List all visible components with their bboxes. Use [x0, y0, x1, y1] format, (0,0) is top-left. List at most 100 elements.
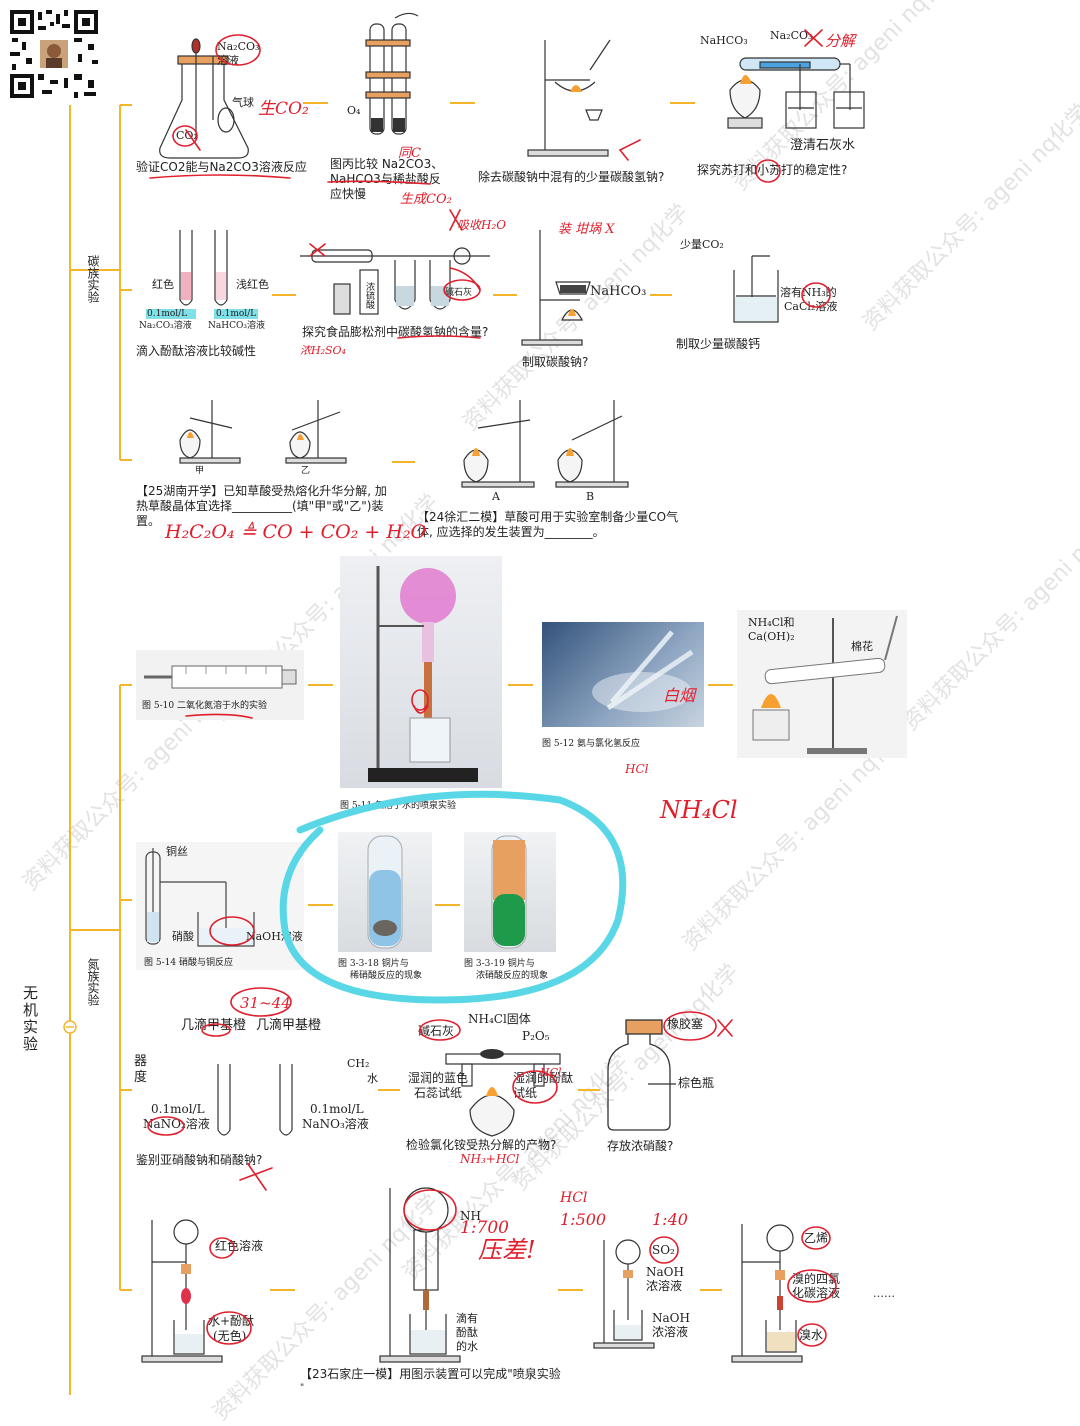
label-nh: NH [460, 1209, 481, 1223]
oxalic-apparatus-a-b [461, 400, 629, 488]
caption-fig-3-3-18-b: 稀硝酸反应的现象 [350, 971, 423, 981]
drying-train-apparatus [300, 247, 490, 315]
label-soda-lime: 碱石灰 [445, 288, 473, 298]
annotation-oxalic-equation: H₂C₂O₄ ≜ CO + CO₂ + H₂O [165, 521, 427, 543]
conc-nitric-photo [464, 832, 556, 952]
label-conc-nano2: 0.1mol/L [151, 1102, 205, 1116]
label-na2co3-b: Na₂CO₃ [770, 29, 813, 42]
caption-fig-5-14: 图 5-14 硝酸与铜反应 [144, 958, 233, 968]
label-so2: SO₂ [652, 1243, 675, 1257]
caption-stability: 探究苏打和小苏打的稳定性? [697, 163, 848, 177]
label-naoh-2a: NaOH [652, 1311, 690, 1325]
caption-compare-alkalinity: 滴入酚酞溶液比较碱性 [136, 344, 257, 358]
label-fragment-1: 器 [134, 1054, 148, 1069]
annotation-pressure-diff: 压差! [478, 1236, 536, 1264]
label-litmus-1: 湿润的蓝色 [408, 1071, 469, 1085]
fountain-apparatus-4 [731, 1224, 803, 1363]
branch-carbon-group: 碳族实验 [86, 255, 100, 303]
label-naoh-1a: NaOH [646, 1265, 684, 1279]
evaporating-dish-apparatus [527, 39, 611, 157]
label-nh4cl-caoh2-2: Ca(OH)₂ [748, 630, 795, 643]
qr-code [8, 8, 100, 100]
annotation-1-700: 1:700 [460, 1218, 509, 1238]
label-bromine-ccl4-1: 溴的四氯 [792, 1272, 841, 1286]
label-methyl-orange-2: 几滴甲基橙 [256, 1018, 322, 1033]
label-ethylene: 乙烯 [804, 1231, 829, 1245]
beaker-co2-apparatus [733, 255, 779, 323]
label-na2co3: Na₂CO₃ [217, 40, 260, 53]
label-conc-nano3: 0.1mol/L [310, 1102, 364, 1116]
syringe-photo [136, 650, 304, 720]
label-drip-2: 酚酞 [456, 1326, 478, 1339]
label-bromine-ccl4-2: 化碳溶液 [792, 1286, 841, 1300]
annotation-1-40: 1:40 [652, 1210, 688, 1229]
caption-fig-3-3-19-a: 图 3-3-19 铜片与 [464, 959, 535, 969]
label-soda-lime-2: 碱石灰 [418, 1024, 455, 1038]
mindmap-connectors [63, 102, 733, 1395]
label-cacl2-1: 溶有NH₃的 [780, 286, 837, 299]
label-light-red: 浅红色 [236, 278, 269, 291]
methyl-orange-tubes [217, 1064, 293, 1136]
label-limewater: 澄清石灰水 [790, 138, 856, 153]
label-conc-2: 0.1mol/L [216, 309, 257, 319]
question-hunan-2: 热草酸晶体宜选择__________(填"甲"或"乙")装 [136, 499, 384, 513]
label-b: B [586, 490, 595, 503]
caption-distinguish-nitrite: 鉴别亚硝酸钠和硝酸钠? [136, 1153, 263, 1167]
annotation-nh4cl: NH₄Cl [660, 796, 738, 824]
label-nh4cl-solid: NH₄Cl固体 [468, 1012, 531, 1026]
question-hunan: 【25湖南开学】已知草酸受热熔化升华分解, 加 [136, 484, 387, 498]
label-water: 水 [367, 1072, 378, 1085]
caption-fig-3-3-18-a: 图 3-3-18 铜片与 [338, 959, 409, 969]
question-shijiazhuang-tail: " [300, 1383, 305, 1393]
caption-fig-5-11: 图 5-11 氨溶于水的喷泉实验 [340, 801, 456, 811]
stability-apparatus [727, 57, 865, 129]
annotation-hcl-3: HCl [560, 1190, 588, 1206]
question-hunan-3: 置。 [136, 514, 161, 528]
label-sol-2: NaHCO₃溶液 [208, 321, 265, 331]
label-sol-1: Na₂CO₃溶液 [139, 321, 192, 331]
caption-verify-co2: 验证CO2能与Na2CO3溶液反应 [136, 160, 307, 174]
label-yi: 乙 [301, 466, 311, 476]
label-phenol-paper-2: 试纸 [513, 1086, 538, 1100]
cyan-highlight-circle [279, 790, 627, 1004]
ammonia-hcl-photo [542, 622, 704, 727]
label-phenol-paper-1: 湿润的酚酞 [513, 1071, 574, 1085]
red-ink-marks [147, 29, 837, 1347]
annotation-absorb-h2o: 吸收H₂O [457, 218, 507, 232]
label-cotton: 棉花 [851, 640, 873, 653]
caption-remove-nahco3: 除去碳酸钠中混有的少量碳酸氢钠? [478, 170, 665, 184]
annotation-gen-co2-2: 生成CO₂ [400, 192, 452, 207]
fountain-apparatus-3 [593, 1239, 655, 1349]
label-water-phenol-2: (无色) [213, 1329, 247, 1343]
label-p2o5: P₂O₅ [522, 1029, 550, 1043]
caption-compare-rate-3: 应快慢 [330, 187, 367, 201]
caption-make-caco3: 制取少量碳酸钙 [676, 337, 761, 351]
caption-fig-5-12: 图 5-12 氨与氯化氢反应 [542, 739, 640, 749]
test-tubes-phenolphthalein [146, 230, 258, 319]
caption-fig-3-3-19-b: 浓硝酸反应的现象 [476, 971, 549, 981]
label-nh4cl-caoh2-1: NH₄Cl和 [748, 616, 795, 629]
caption-fig-5-10: 图 5-10 二氧化氮溶于水的实验 [142, 701, 267, 711]
label-water-phenol-1: 水+酚酞 [208, 1314, 255, 1328]
label-rubber-stopper: 橡胶塞 [667, 1017, 704, 1031]
annotation-hcl-2: HCl [540, 1066, 562, 1079]
label-nano2: NaNO₂溶液 [143, 1117, 210, 1131]
copper-nitric-diagram [136, 842, 304, 970]
annotation-hcl-1: HCl [625, 762, 649, 776]
annotation-decompose: 分解 [825, 32, 856, 50]
label-nitric-acid: 硝酸 [172, 930, 194, 943]
annotation-conc-h2so4: 浓H₂SO₄ [300, 344, 346, 357]
flask-balloon-apparatus [159, 38, 249, 159]
label-litmus-2: 石蕊试纸 [414, 1086, 463, 1100]
annotation-gen-co2: 生CO₂ [258, 99, 309, 119]
dilute-nitric-photo [338, 832, 432, 952]
annotation-31-44: 31~44 [240, 994, 291, 1012]
label-nahco3: NaHCO₃ [700, 34, 748, 47]
nh4cl-decomposition-apparatus [445, 1049, 561, 1137]
syringe-tubes-apparatus [365, 12, 419, 135]
annotation-nh3-hcl: NH₃+HCl [460, 1152, 520, 1166]
label-conc-1: 0.1mol/L [147, 309, 188, 319]
question-xuhui-2: 体, 应选择的发生装置为________。 [417, 525, 605, 539]
annotation-same-c: 同C [398, 146, 421, 161]
label-fragment-2: 度 [134, 1070, 148, 1085]
